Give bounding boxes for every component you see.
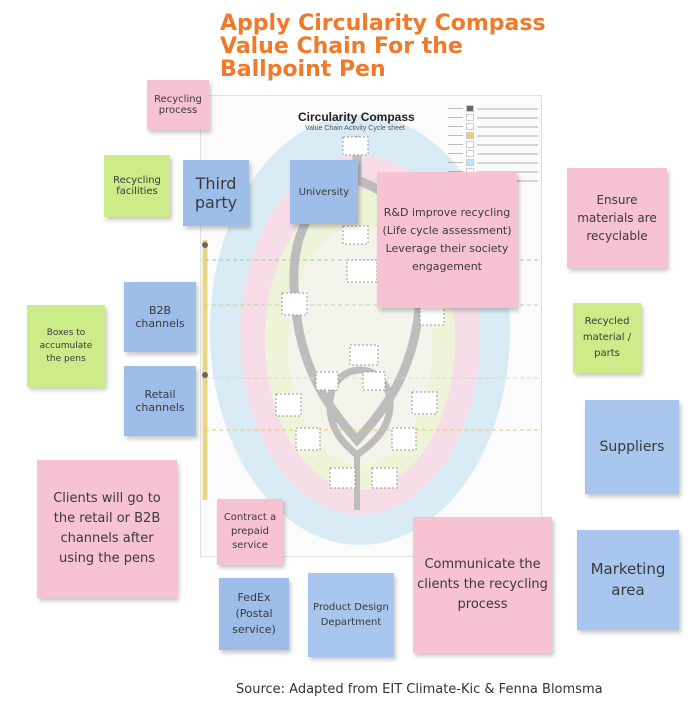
activity-box-7 (362, 371, 386, 391)
note-b2b-channels[interactable]: B2B channels (124, 282, 196, 352)
activity-box-3 (346, 259, 378, 283)
activity-box-6 (315, 371, 339, 391)
legend-row: ——— (448, 113, 538, 122)
loop-arrow-inner (326, 366, 394, 460)
legend-row: ——— (448, 122, 538, 131)
activity-box-2 (342, 225, 369, 245)
activity-box-12 (329, 467, 356, 489)
legend-row: ——— (448, 149, 538, 158)
note-recycling-process[interactable]: Recycling process (147, 80, 209, 130)
activity-box-8 (275, 393, 302, 417)
note-boxes-accumulate[interactable]: Boxes to accumulate the pens (27, 305, 105, 387)
activity-box-5 (349, 344, 379, 366)
sheet-marker-1 (202, 242, 208, 248)
legend-row: ——— (448, 140, 538, 149)
legend-row: ——— (448, 131, 538, 140)
source-caption: Source: Adapted from EIT Climate-Kic & F… (236, 682, 603, 697)
note-university[interactable]: University (290, 160, 358, 224)
note-ensure-materials[interactable]: Ensure materials are recyclable (567, 168, 667, 268)
title-line-1: Apply Circularity Compass (220, 11, 546, 36)
note-clients[interactable]: Clients will go to the retail or B2B cha… (37, 460, 177, 598)
note-third-party[interactable]: Third party (183, 160, 249, 226)
note-fedex[interactable]: FedEx (Postal service) (219, 578, 289, 650)
activity-box-11 (391, 427, 417, 451)
note-contract-prepaid[interactable]: Contract a prepaid service (217, 499, 283, 565)
activity-box-1 (342, 136, 369, 156)
title-line-2: Value Chain For the (220, 34, 463, 59)
activity-box-13 (371, 467, 398, 489)
sheet-marker-2 (202, 372, 208, 378)
worksheet-subtitle: Value Chain Activity Cycle sheet (305, 125, 405, 132)
note-recycled-material[interactable]: Recycled material / parts (573, 303, 641, 373)
activity-box-10 (295, 427, 321, 451)
title-line-3: Ballpoint Pen (220, 57, 386, 82)
activity-box-14 (419, 304, 445, 326)
note-rd-improve[interactable]: R&D improve recycling (Life cycle assess… (377, 172, 517, 308)
note-marketing-area[interactable]: Marketing area (577, 530, 679, 630)
note-product-design[interactable]: Product Design Department (308, 573, 394, 657)
diagram-title: Apply Circularity Compass Value Chain Fo… (220, 12, 580, 81)
legend-row: ——— (448, 158, 538, 167)
legend-row: ——— (448, 104, 538, 113)
note-recycling-facilities[interactable]: Recycling facilities (104, 155, 170, 217)
worksheet-title: Circularity Compass (298, 110, 415, 124)
note-retail-channels[interactable]: Retail channels (124, 366, 196, 436)
activity-box-9 (411, 391, 438, 415)
note-communicate[interactable]: Communicate the clients the recycling pr… (413, 517, 552, 653)
activity-box-4 (281, 292, 308, 316)
note-suppliers[interactable]: Suppliers (585, 400, 679, 494)
